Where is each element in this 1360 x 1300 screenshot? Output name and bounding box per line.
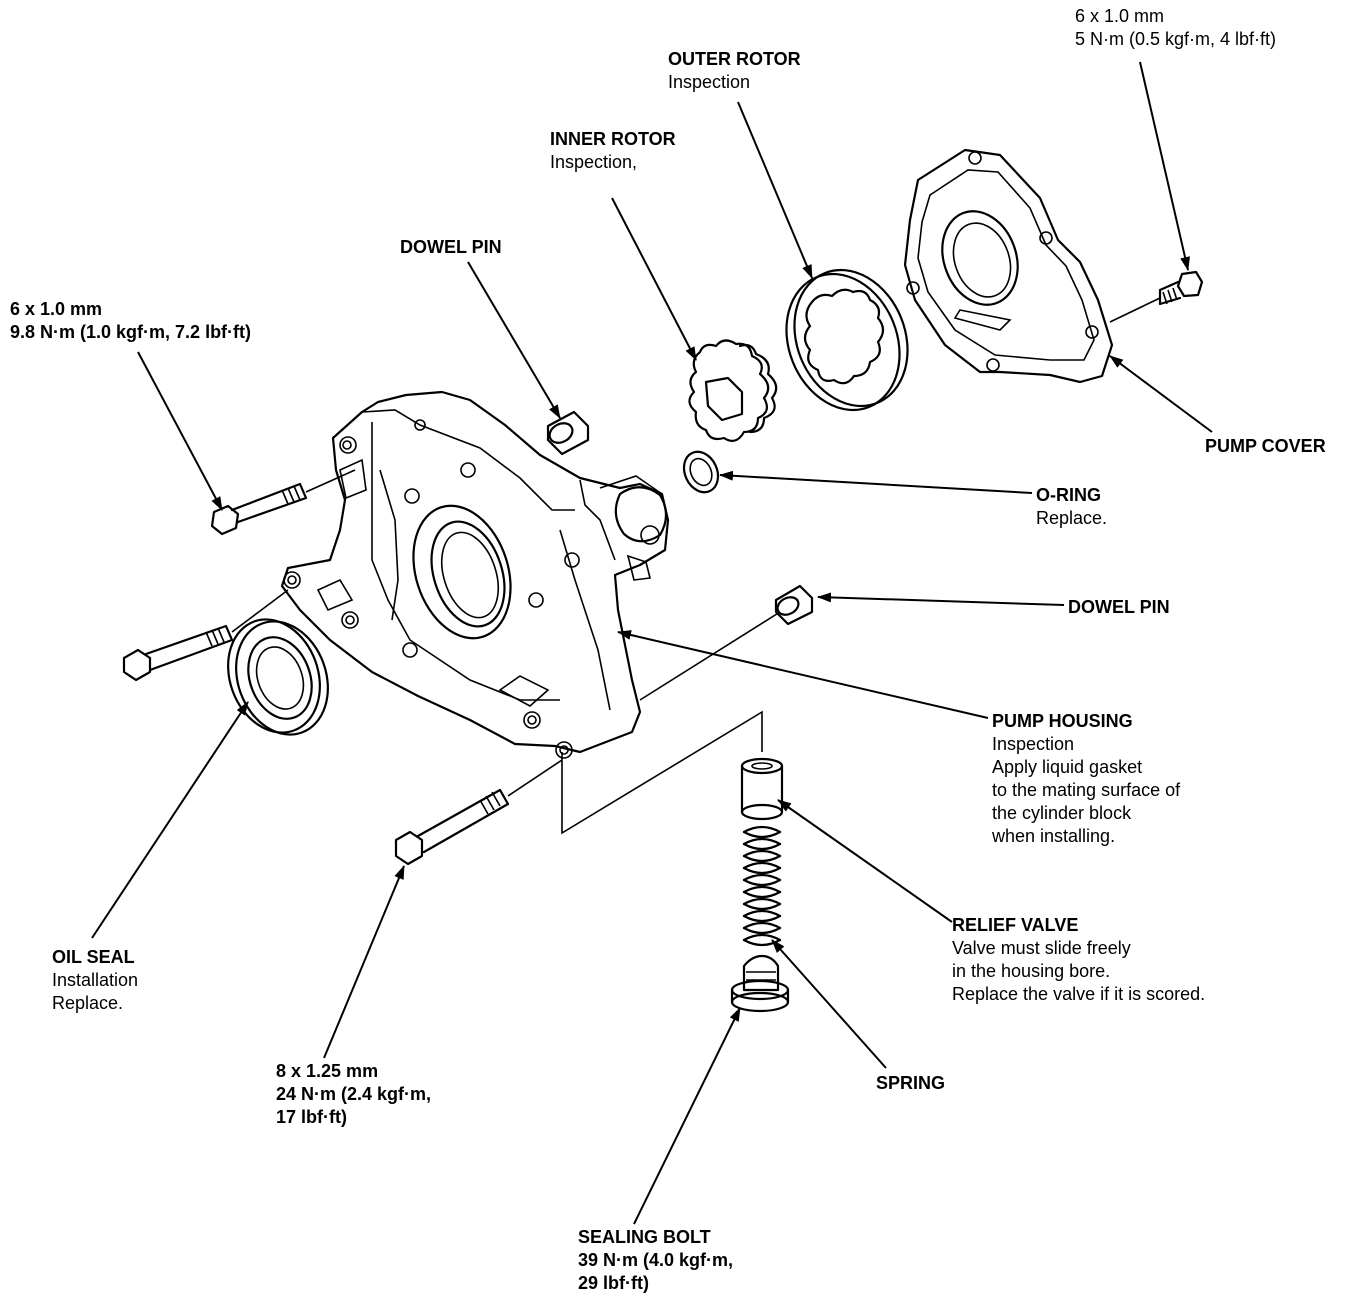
label-dowel-pin-right: DOWEL PIN xyxy=(1068,596,1170,619)
dowel-pin-top-part xyxy=(546,410,590,456)
label-spring: SPRING xyxy=(876,1072,945,1095)
label-housing-bolt-upper: 6 x 1.0 mm 9.8 N·m (1.0 kgf·m, 7.2 lbf·f… xyxy=(10,298,251,344)
label-title: SEALING BOLT xyxy=(578,1227,711,1247)
label-line: Replace. xyxy=(52,993,124,1013)
label-line: when installing. xyxy=(992,826,1116,846)
label-title: RELIEF VALVE xyxy=(952,915,1079,935)
leader-housing-bolt-lower xyxy=(323,865,405,1059)
label-line: Installation xyxy=(52,970,139,990)
leader-dowel-pin-right xyxy=(817,592,1065,606)
leader-cover-bolt xyxy=(1139,61,1190,271)
label-line: Inspection xyxy=(668,72,751,92)
outer-rotor xyxy=(785,268,909,412)
leader-housing-bolt-upper xyxy=(137,351,223,511)
o-ring xyxy=(682,450,720,494)
label-line: 6 x 1.0 mm xyxy=(10,299,103,319)
label-line: in the housing bore. xyxy=(952,961,1111,981)
leader-oil-seal xyxy=(91,701,249,939)
label-line: Valve must slide freely xyxy=(952,938,1131,958)
leader-pump-housing xyxy=(617,630,989,719)
label-title: OIL SEAL xyxy=(52,947,135,967)
label-line: 6 x 1.0 mm xyxy=(1075,6,1165,26)
label-line: the cylinder block xyxy=(992,803,1132,823)
label-inner-rotor: INNER ROTOR Inspection, xyxy=(550,128,676,174)
label-line: Replace the valve if it is scored. xyxy=(952,984,1206,1004)
oil-seal-part xyxy=(227,618,329,736)
pump-housing xyxy=(280,390,670,759)
sealing-bolt-part xyxy=(730,954,790,1013)
label-line: 5 N·m (0.5 kgf·m, 4 lbf·ft) xyxy=(1075,29,1277,49)
label-line: 9.8 N·m (1.0 kgf·m, 7.2 lbf·ft) xyxy=(10,322,252,342)
leader-sealing-bolt xyxy=(633,1007,741,1225)
label-relief-valve: RELIEF VALVE Valve must slide freely in … xyxy=(952,914,1205,1006)
leader-spring xyxy=(771,939,887,1069)
leader-outer-rotor xyxy=(737,101,813,279)
label-line: to the mating surface of xyxy=(992,780,1181,800)
label-title: DOWEL PIN xyxy=(400,237,502,257)
label-sealing-bolt: SEALING BOLT 39 N·m (4.0 kgf·m, 29 lbf·f… xyxy=(578,1226,733,1295)
housing-bolt-upper-part xyxy=(210,469,356,536)
label-pump-housing: PUMP HOUSING Inspection Apply liquid gas… xyxy=(992,710,1180,848)
relief-valve-bracket xyxy=(561,710,763,835)
leader-pump-cover xyxy=(1109,355,1213,433)
label-line: 8 x 1.25 mm xyxy=(276,1061,379,1081)
label-title: INNER ROTOR xyxy=(550,129,676,149)
label-title: O-RING xyxy=(1036,485,1101,505)
relief-valve-part xyxy=(740,757,784,821)
label-line: Replace. xyxy=(1036,508,1108,528)
label-pump-cover: PUMP COVER xyxy=(1205,435,1326,458)
housing-bolt-middle-part xyxy=(122,589,289,682)
pump-cover xyxy=(903,148,1114,384)
label-line: Inspection xyxy=(992,734,1075,754)
label-housing-bolt-lower: 8 x 1.25 mm 24 N·m (2.4 kgf·m, 17 lbf·ft… xyxy=(276,1060,431,1129)
label-title: OUTER ROTOR xyxy=(668,49,801,69)
label-title: PUMP HOUSING xyxy=(992,711,1133,731)
label-line: Inspection, xyxy=(550,152,638,172)
label-line: 17 lbf·ft) xyxy=(276,1107,347,1127)
label-dowel-pin-top: DOWEL PIN xyxy=(400,236,502,259)
leader-relief-valve xyxy=(777,799,953,923)
leader-inner-rotor xyxy=(611,197,697,361)
label-title: DOWEL PIN xyxy=(1068,597,1170,617)
cover-bolt xyxy=(1109,270,1204,323)
label-o-ring: O-RING Replace. xyxy=(1036,484,1107,530)
leader-o-ring xyxy=(719,470,1033,494)
label-cover-bolt: 6 x 1.0 mm 5 N·m (0.5 kgf·m, 4 lbf·ft) xyxy=(1075,5,1276,51)
dowel-pin-right-part xyxy=(639,584,814,701)
spring-part xyxy=(742,825,782,947)
leader-dowel-pin-top xyxy=(467,261,561,419)
label-oil-seal: OIL SEAL Installation Replace. xyxy=(52,946,138,1015)
inner-rotor xyxy=(688,339,778,443)
housing-bolt-lower-part xyxy=(394,759,563,866)
label-title: SPRING xyxy=(876,1073,946,1093)
label-title: PUMP COVER xyxy=(1205,436,1326,456)
label-line: Apply liquid gasket xyxy=(992,757,1143,777)
label-line: 29 lbf·ft) xyxy=(578,1273,649,1293)
label-line: 24 N·m (2.4 kgf·m, xyxy=(276,1084,432,1104)
label-outer-rotor: OUTER ROTOR Inspection xyxy=(668,48,801,94)
label-line: 39 N·m (4.0 kgf·m, xyxy=(578,1250,734,1270)
